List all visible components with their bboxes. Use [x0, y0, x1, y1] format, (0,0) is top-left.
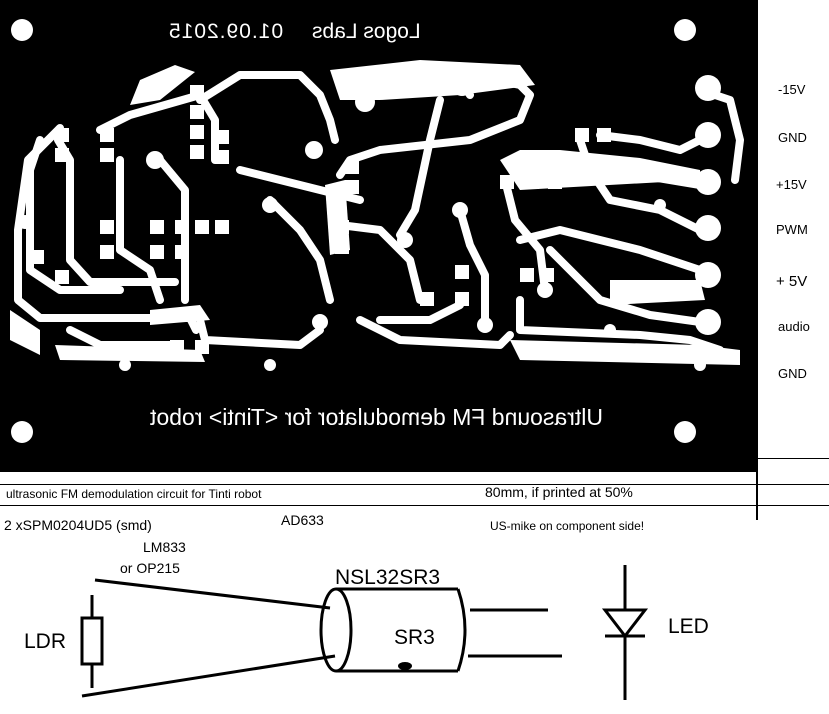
connector-label-plus5v: + 5V — [776, 273, 808, 290]
note-spm: 2 xSPM0204UD5 (smd) — [4, 517, 152, 533]
side-panel-border — [756, 0, 758, 520]
optocoupler-schematic — [80, 565, 649, 700]
pcb-lab-name: Logos Labs — [312, 20, 421, 43]
note-description: ultrasonic FM demodulation circuit for T… — [6, 487, 262, 501]
pcb-layout: 01.09.2015 Logos Labs Ultrasound FM demo… — [0, 0, 756, 472]
optocoupler-marker — [398, 662, 412, 670]
note-ad633: AD633 — [281, 512, 324, 528]
note-lm833: LM833 — [143, 539, 186, 555]
note-op215: or OP215 — [120, 560, 180, 576]
connector-label-pwm: PWM — [776, 222, 808, 237]
connector-label-audio: audio — [778, 319, 810, 334]
sr3-label: SR3 — [394, 626, 435, 649]
note-mike: US-mike on component side! — [490, 519, 645, 533]
connector-label-gnd-2: GND — [778, 366, 807, 381]
connector-label-minus15v: -15V — [778, 82, 806, 97]
pcb-date: 01.09.2015 — [168, 20, 284, 43]
notes-rule-middle — [0, 505, 829, 506]
ldr-label: LDR — [24, 630, 67, 653]
notes-rule-top — [0, 484, 829, 485]
connector-label-plus15v: +15V — [776, 177, 807, 192]
led-label: LED — [668, 615, 709, 638]
pcb-title: Ultrasound FM demodulator for <Tinti> ro… — [150, 404, 603, 430]
optocoupler-label: NSL32SR3 — [335, 566, 441, 589]
connector-label-gnd: GND — [778, 130, 807, 145]
pcb-traces — [10, 19, 744, 443]
side-panel-divider — [756, 458, 829, 459]
note-scale: 80mm, if printed at 50% — [485, 484, 633, 500]
pcb-pads — [11, 19, 721, 443]
